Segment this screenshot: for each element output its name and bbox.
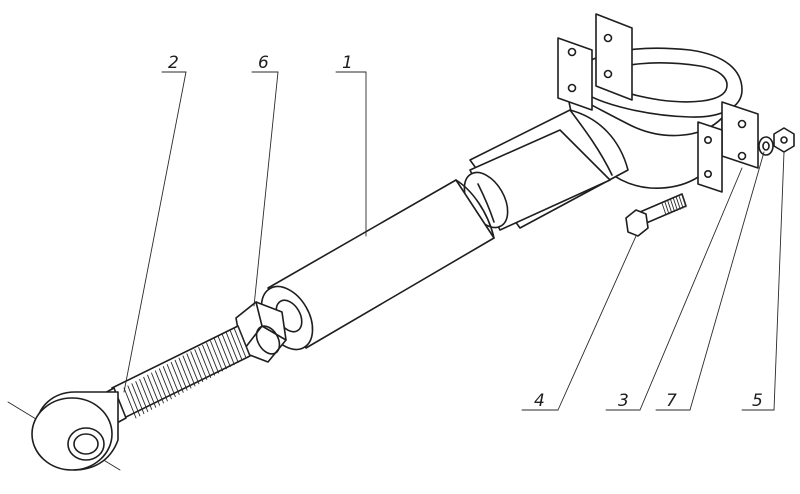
callout-labels: 2 6 1 4 3 7 5: [168, 53, 763, 411]
pipe-clamp: [557, 13, 759, 193]
callout-3: 3: [618, 391, 629, 411]
callout-6: 6: [258, 53, 269, 73]
callout-4: 4: [534, 391, 545, 411]
callout-7: 7: [666, 391, 677, 411]
rod-eye: [31, 391, 119, 471]
main-tube: [260, 179, 495, 351]
callout-2: 2: [168, 53, 179, 73]
leader-lines: [123, 71, 785, 411]
callout-1: 1: [342, 53, 353, 73]
callout-5: 5: [752, 391, 763, 411]
washer: [758, 136, 774, 156]
bolt: [625, 193, 687, 237]
small-nut: [773, 127, 795, 153]
